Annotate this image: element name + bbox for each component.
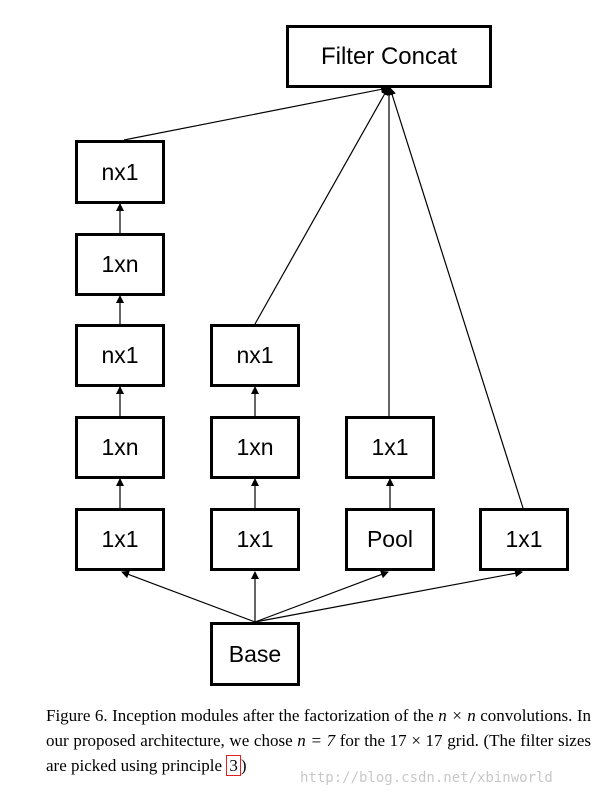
branch3-pool-node: Pool bbox=[345, 508, 435, 571]
caption-math-n7: n = 7 bbox=[297, 731, 336, 750]
watermark-text: http://blog.csdn.net/xbinworld bbox=[300, 770, 553, 786]
branch1-1xn-node: 1xn bbox=[75, 416, 165, 479]
branch1-nx1-top-node: nx1 bbox=[75, 140, 165, 204]
branch1-nx1-node: nx1 bbox=[75, 324, 165, 387]
edge-b1-to-concat bbox=[123, 85, 389, 141]
branch3-1x1-node: 1x1 bbox=[345, 416, 435, 479]
figure-caption: Figure 6. Inception modules after the fa… bbox=[46, 703, 591, 778]
caption-math-nxn: n × n bbox=[438, 706, 476, 725]
branch2-nx1-node: nx1 bbox=[210, 324, 300, 387]
edge-b4-to-concat bbox=[388, 87, 524, 509]
filter-concat-node: Filter Concat bbox=[286, 25, 492, 88]
caption-middle: convolutions. In our proposed architectu… bbox=[46, 706, 592, 750]
branch1-1xn-top-node: 1xn bbox=[75, 233, 165, 296]
branch1-1x1-node: 1x1 bbox=[75, 508, 165, 571]
caption-math-grid: 17 × 17 bbox=[389, 731, 443, 750]
base-node: Base bbox=[210, 622, 300, 686]
edge-base-to-b1 bbox=[121, 570, 256, 623]
caption-suffix: grid. (The filter sizes are picked using… bbox=[46, 731, 592, 775]
caption-middle2: for the bbox=[335, 731, 390, 750]
edge-base-to-b4 bbox=[254, 569, 523, 623]
connection-edges bbox=[116, 85, 524, 623]
caption-close: ) bbox=[240, 756, 247, 775]
branch2-1x1-node: 1x1 bbox=[210, 508, 300, 571]
branch4-1x1-node: 1x1 bbox=[479, 508, 569, 571]
edge-b2-to-concat bbox=[254, 87, 389, 325]
caption-ref-link[interactable]: 3 bbox=[226, 755, 241, 776]
branch2-1xn-node: 1xn bbox=[210, 416, 300, 479]
edge-base-to-b3 bbox=[254, 570, 389, 623]
caption-prefix: Figure 6. Inception modules after the fa… bbox=[46, 706, 439, 725]
